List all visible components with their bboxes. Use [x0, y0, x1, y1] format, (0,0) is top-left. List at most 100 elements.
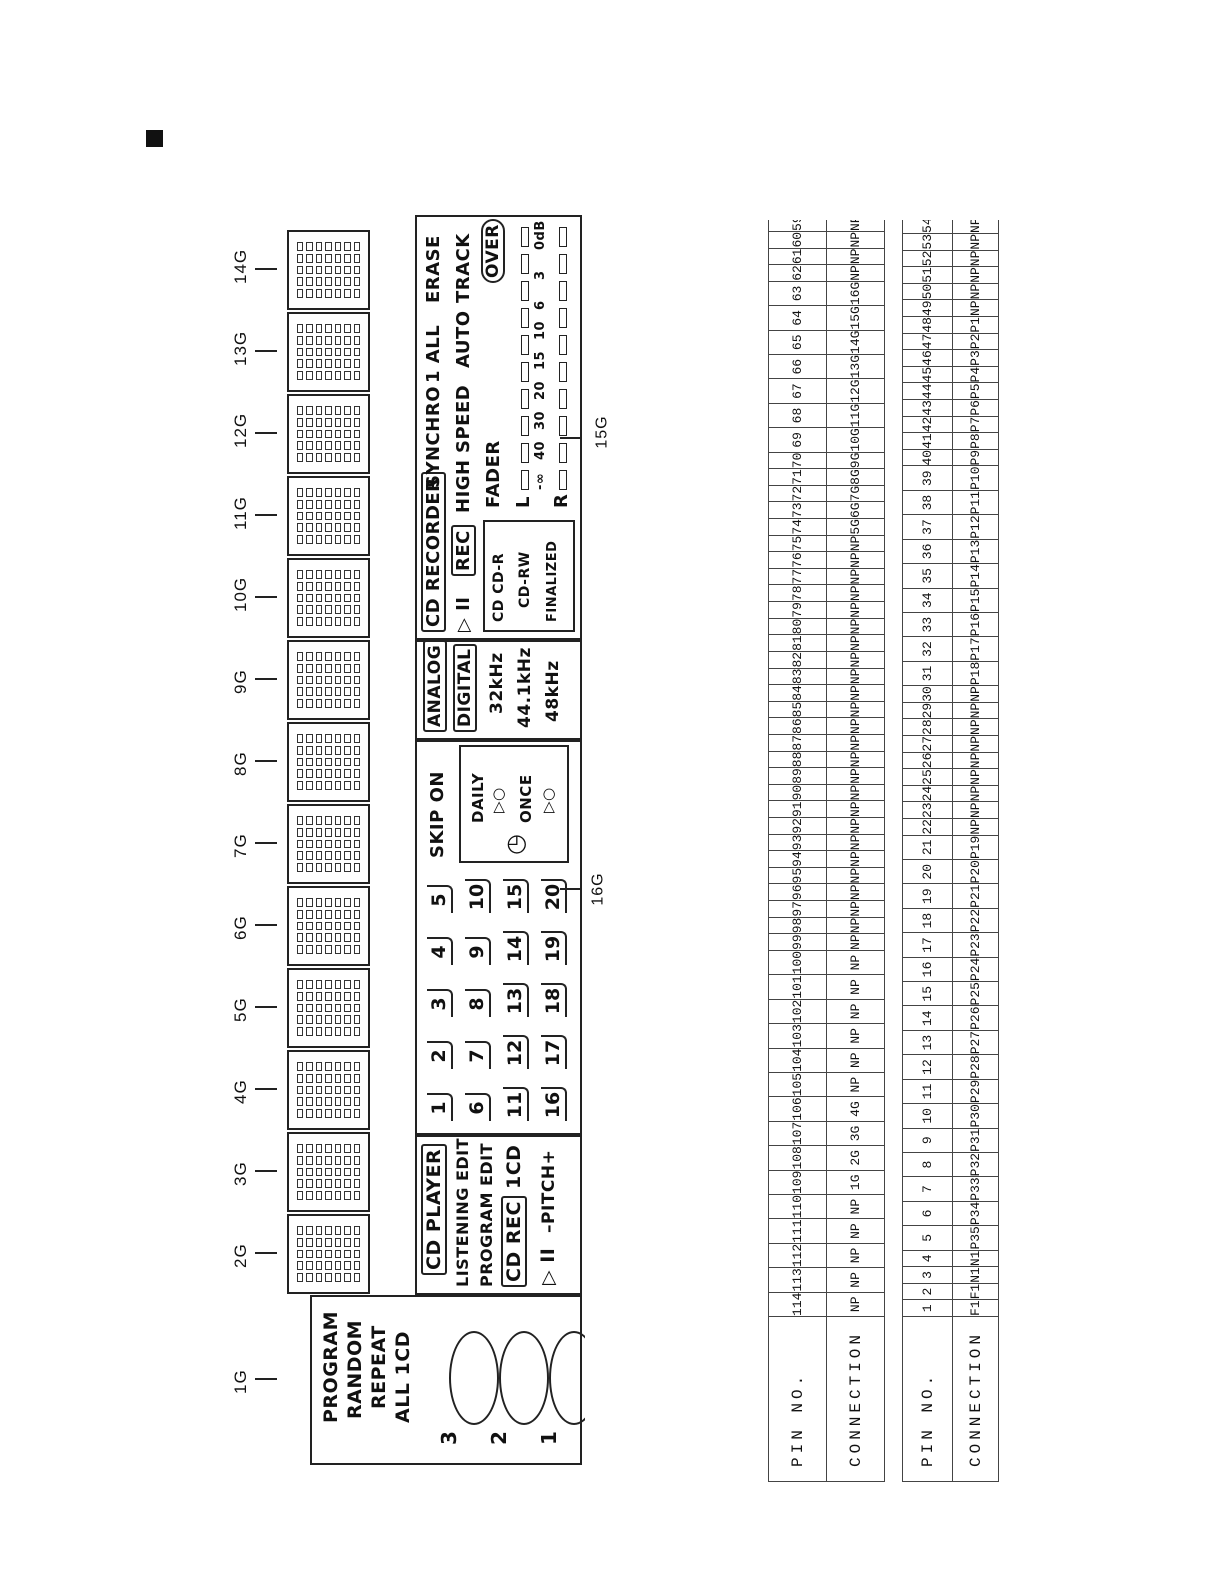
- dot: [315, 1179, 323, 1189]
- dot: [344, 652, 351, 661]
- grid-label-13g: 13G: [231, 330, 250, 366]
- connection-cell: 2G: [826, 1145, 885, 1171]
- dot: [334, 1144, 342, 1153]
- dot: [344, 699, 351, 708]
- dot: [297, 499, 304, 509]
- grid-tick-3g: [255, 1170, 277, 1172]
- dot: [325, 839, 332, 849]
- connection-cell: 16G: [826, 281, 885, 306]
- dot: [325, 1191, 332, 1200]
- pin-number-cell: 62: [768, 264, 827, 282]
- dot-grid: [297, 406, 360, 462]
- connection-cell: NP: [826, 651, 885, 669]
- grid-label-10g: 10G: [231, 576, 250, 612]
- dot: [344, 1109, 351, 1118]
- connection-cell: P14: [952, 563, 999, 589]
- dot: [306, 1191, 313, 1200]
- meter-l-label: L: [513, 496, 534, 508]
- dot: [334, 324, 342, 333]
- dot: [306, 1179, 313, 1189]
- connection-cell: NP: [826, 717, 885, 735]
- pin-number-cell: 84: [768, 684, 827, 702]
- dot: [315, 687, 323, 697]
- dot: [315, 921, 323, 931]
- connection-cell: NP: [952, 220, 999, 234]
- dot: [334, 347, 342, 357]
- pin-number-cell: 97: [768, 900, 827, 918]
- dot: [297, 1155, 304, 1165]
- dot: [353, 687, 360, 697]
- dot: [306, 1109, 313, 1118]
- dot: [306, 441, 313, 451]
- dot: [306, 289, 313, 298]
- meter-l-segment: [521, 443, 529, 463]
- connection-cell: 9G: [826, 452, 885, 469]
- dot: [306, 921, 313, 931]
- pin-number-cell: 88: [768, 751, 827, 768]
- dot: [353, 1003, 360, 1013]
- dot: [344, 417, 351, 427]
- dot: [306, 933, 313, 943]
- dot: [297, 898, 304, 907]
- meter-scale-label: 6: [533, 300, 548, 310]
- dot-matrix-3g: [287, 1132, 370, 1212]
- dot: [325, 1179, 332, 1189]
- dot: [353, 429, 360, 439]
- connection-cell: P23: [952, 932, 999, 958]
- dot: [306, 605, 313, 615]
- disc-type-box: CD CD-R CD-RW FINALIZED: [483, 520, 575, 632]
- dot: [344, 933, 351, 943]
- dot: [315, 324, 323, 333]
- dot: [306, 1237, 313, 1247]
- dot: [344, 324, 351, 333]
- pin-number-cell: 47: [902, 333, 953, 350]
- synchro-indicator: SYNCHRO: [423, 386, 444, 488]
- dot: [353, 1073, 360, 1083]
- meter-scale-label: -∞: [533, 472, 548, 490]
- connection-cell: NP: [952, 752, 999, 769]
- dot: [297, 347, 304, 357]
- dot: [297, 535, 304, 544]
- dot: [325, 1273, 332, 1282]
- dot: [344, 570, 351, 579]
- label-16g: 16G: [589, 872, 607, 906]
- dot-matrix-6g: [287, 886, 370, 966]
- pin-number-cell: 73: [768, 501, 827, 519]
- dot: [315, 863, 323, 872]
- pin-number-cell: 32: [902, 636, 953, 662]
- analog-box: ANALOG: [423, 639, 447, 732]
- dot: [306, 347, 313, 357]
- dot: [306, 499, 313, 509]
- dot: [306, 745, 313, 755]
- dot: [353, 1027, 360, 1036]
- dot-matrix-5g: [287, 968, 370, 1048]
- dot: [334, 1179, 342, 1189]
- pin-number-cell: 101: [768, 974, 827, 1000]
- dot: [325, 909, 332, 919]
- dot: [297, 1109, 304, 1118]
- pin-number-cell: 12: [902, 1054, 953, 1080]
- dot: [297, 980, 304, 989]
- dot: [325, 827, 332, 837]
- pin-number-cell: 3: [902, 1266, 953, 1284]
- dot: [334, 652, 342, 661]
- dot: [344, 1027, 351, 1036]
- pin-number-cell: 15: [902, 981, 953, 1006]
- dot-grid: [297, 980, 360, 1036]
- dot: [353, 909, 360, 919]
- dot: [353, 277, 360, 287]
- dot: [306, 909, 313, 919]
- dot: [334, 1273, 342, 1282]
- connection-cell: 11G: [826, 403, 885, 428]
- pin-number-cell: 77: [768, 568, 827, 585]
- dot: [297, 1191, 304, 1200]
- play-pause-indicator: ▷ II: [537, 1247, 559, 1285]
- dot: [353, 593, 360, 603]
- dot: [306, 1073, 313, 1083]
- dot: [297, 1261, 304, 1271]
- dot: [344, 1085, 351, 1095]
- dot: [297, 1015, 304, 1025]
- pin-number-cell: 23: [902, 801, 953, 819]
- timer-box: ◷ DAILY ▷○ ONCE ▷○: [459, 745, 569, 863]
- speed-indicator: SPEED: [453, 384, 474, 453]
